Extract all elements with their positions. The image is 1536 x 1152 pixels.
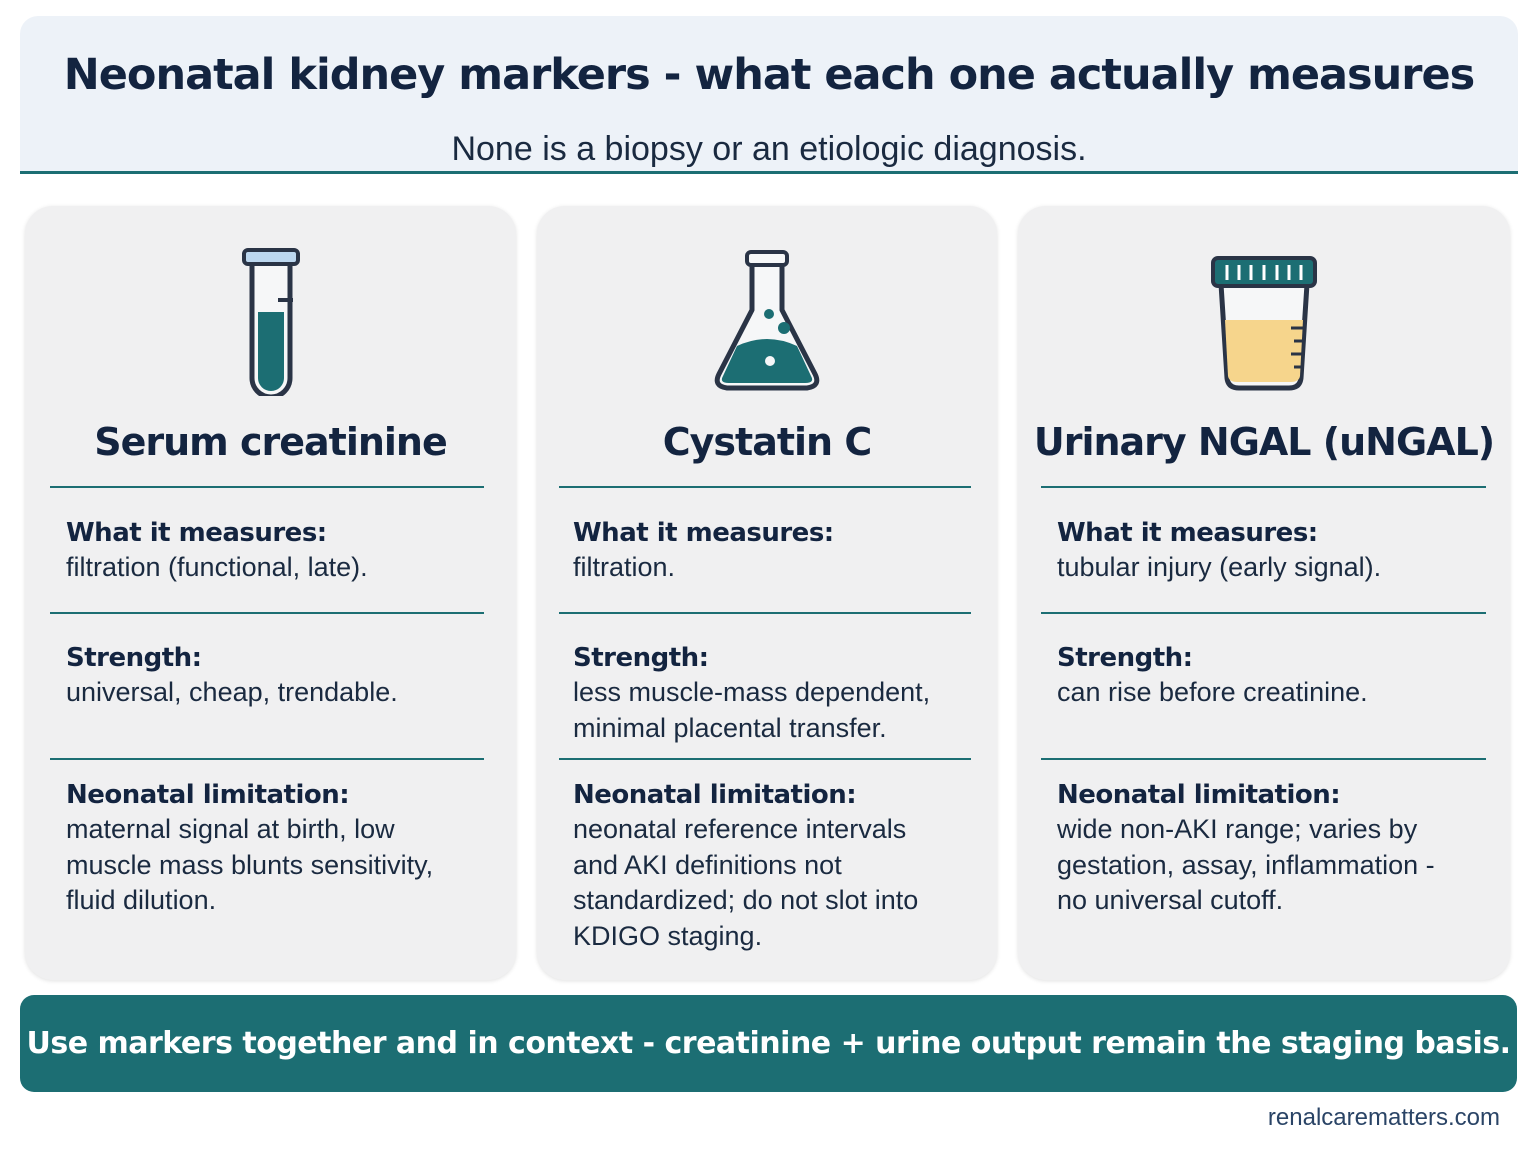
divider bbox=[50, 758, 484, 760]
urine-cup-icon bbox=[1211, 256, 1317, 391]
banner-text: Use markers together and in context - cr… bbox=[26, 1026, 1511, 1061]
measures-text: filtration. bbox=[573, 552, 676, 582]
card-title: Urinary NGAL (uNGAL) bbox=[1033, 420, 1495, 464]
card-cystatin-c: Cystatin C What it measures: filtration.… bbox=[537, 206, 997, 980]
strength-label: Strength: bbox=[1057, 643, 1193, 673]
measures-text: filtration (functional, late). bbox=[66, 552, 368, 582]
limitation-section: Neonatal limitation: maternal signal at … bbox=[66, 778, 496, 919]
measures-section: What it measures: filtration. bbox=[573, 516, 977, 586]
divider bbox=[559, 486, 971, 488]
divider bbox=[1041, 612, 1486, 614]
measures-label: What it measures: bbox=[573, 518, 834, 548]
strength-label: Strength: bbox=[573, 643, 709, 673]
card-title: Serum creatinine bbox=[94, 420, 448, 464]
limitation-section: Neonatal limitation: neonatal reference … bbox=[573, 778, 977, 954]
measures-text: tubular injury (early signal). bbox=[1057, 552, 1382, 582]
limitation-text: wide non-AKI range; varies by gestation,… bbox=[1057, 814, 1435, 915]
limitation-label: Neonatal limitation: bbox=[1057, 780, 1341, 810]
measures-label: What it measures: bbox=[66, 518, 327, 548]
page-subtitle: None is a biopsy or an etiologic diagnos… bbox=[451, 130, 1087, 168]
strength-text: universal, cheap, trendable. bbox=[66, 677, 398, 707]
page-title: Neonatal kidney markers - what each one … bbox=[63, 50, 1475, 100]
strength-section: Strength: universal, cheap, trendable. bbox=[66, 641, 496, 711]
card-title: Cystatin C bbox=[662, 420, 872, 464]
divider bbox=[1041, 758, 1486, 760]
measures-section: What it measures: tubular injury (early … bbox=[1057, 516, 1490, 586]
strength-text: less muscle-mass dependent, minimal plac… bbox=[573, 677, 931, 743]
flask-icon bbox=[714, 250, 820, 391]
strength-label: Strength: bbox=[66, 643, 202, 673]
strength-section: Strength: can rise before creatinine. bbox=[1057, 641, 1490, 711]
divider bbox=[559, 758, 971, 760]
limitation-label: Neonatal limitation: bbox=[573, 780, 857, 810]
header: Neonatal kidney markers - what each one … bbox=[20, 16, 1518, 174]
summary-banner: Use markers together and in context - cr… bbox=[20, 995, 1517, 1092]
strength-section: Strength: less muscle-mass dependent, mi… bbox=[573, 641, 977, 746]
test-tube-icon bbox=[241, 248, 300, 396]
measures-section: What it measures: filtration (functional… bbox=[66, 516, 496, 586]
divider bbox=[50, 612, 484, 614]
source-credit: renalcarematters.com bbox=[1267, 1104, 1500, 1131]
card-serum-creatinine: Serum creatinine What it measures: filtr… bbox=[25, 206, 516, 980]
limitation-label: Neonatal limitation: bbox=[66, 780, 350, 810]
limitation-section: Neonatal limitation: wide non-AKI range;… bbox=[1057, 778, 1490, 919]
card-urinary-ngal: Urinary NGAL (uNGAL) What it measures: t… bbox=[1018, 206, 1510, 980]
measures-label: What it measures: bbox=[1057, 518, 1318, 548]
strength-text: can rise before creatinine. bbox=[1057, 677, 1368, 707]
limitation-text: maternal signal at birth, low muscle mas… bbox=[66, 814, 434, 915]
limitation-text: neonatal reference intervals and AKI def… bbox=[573, 814, 919, 951]
divider bbox=[559, 612, 971, 614]
divider bbox=[1041, 486, 1486, 488]
divider bbox=[50, 486, 484, 488]
